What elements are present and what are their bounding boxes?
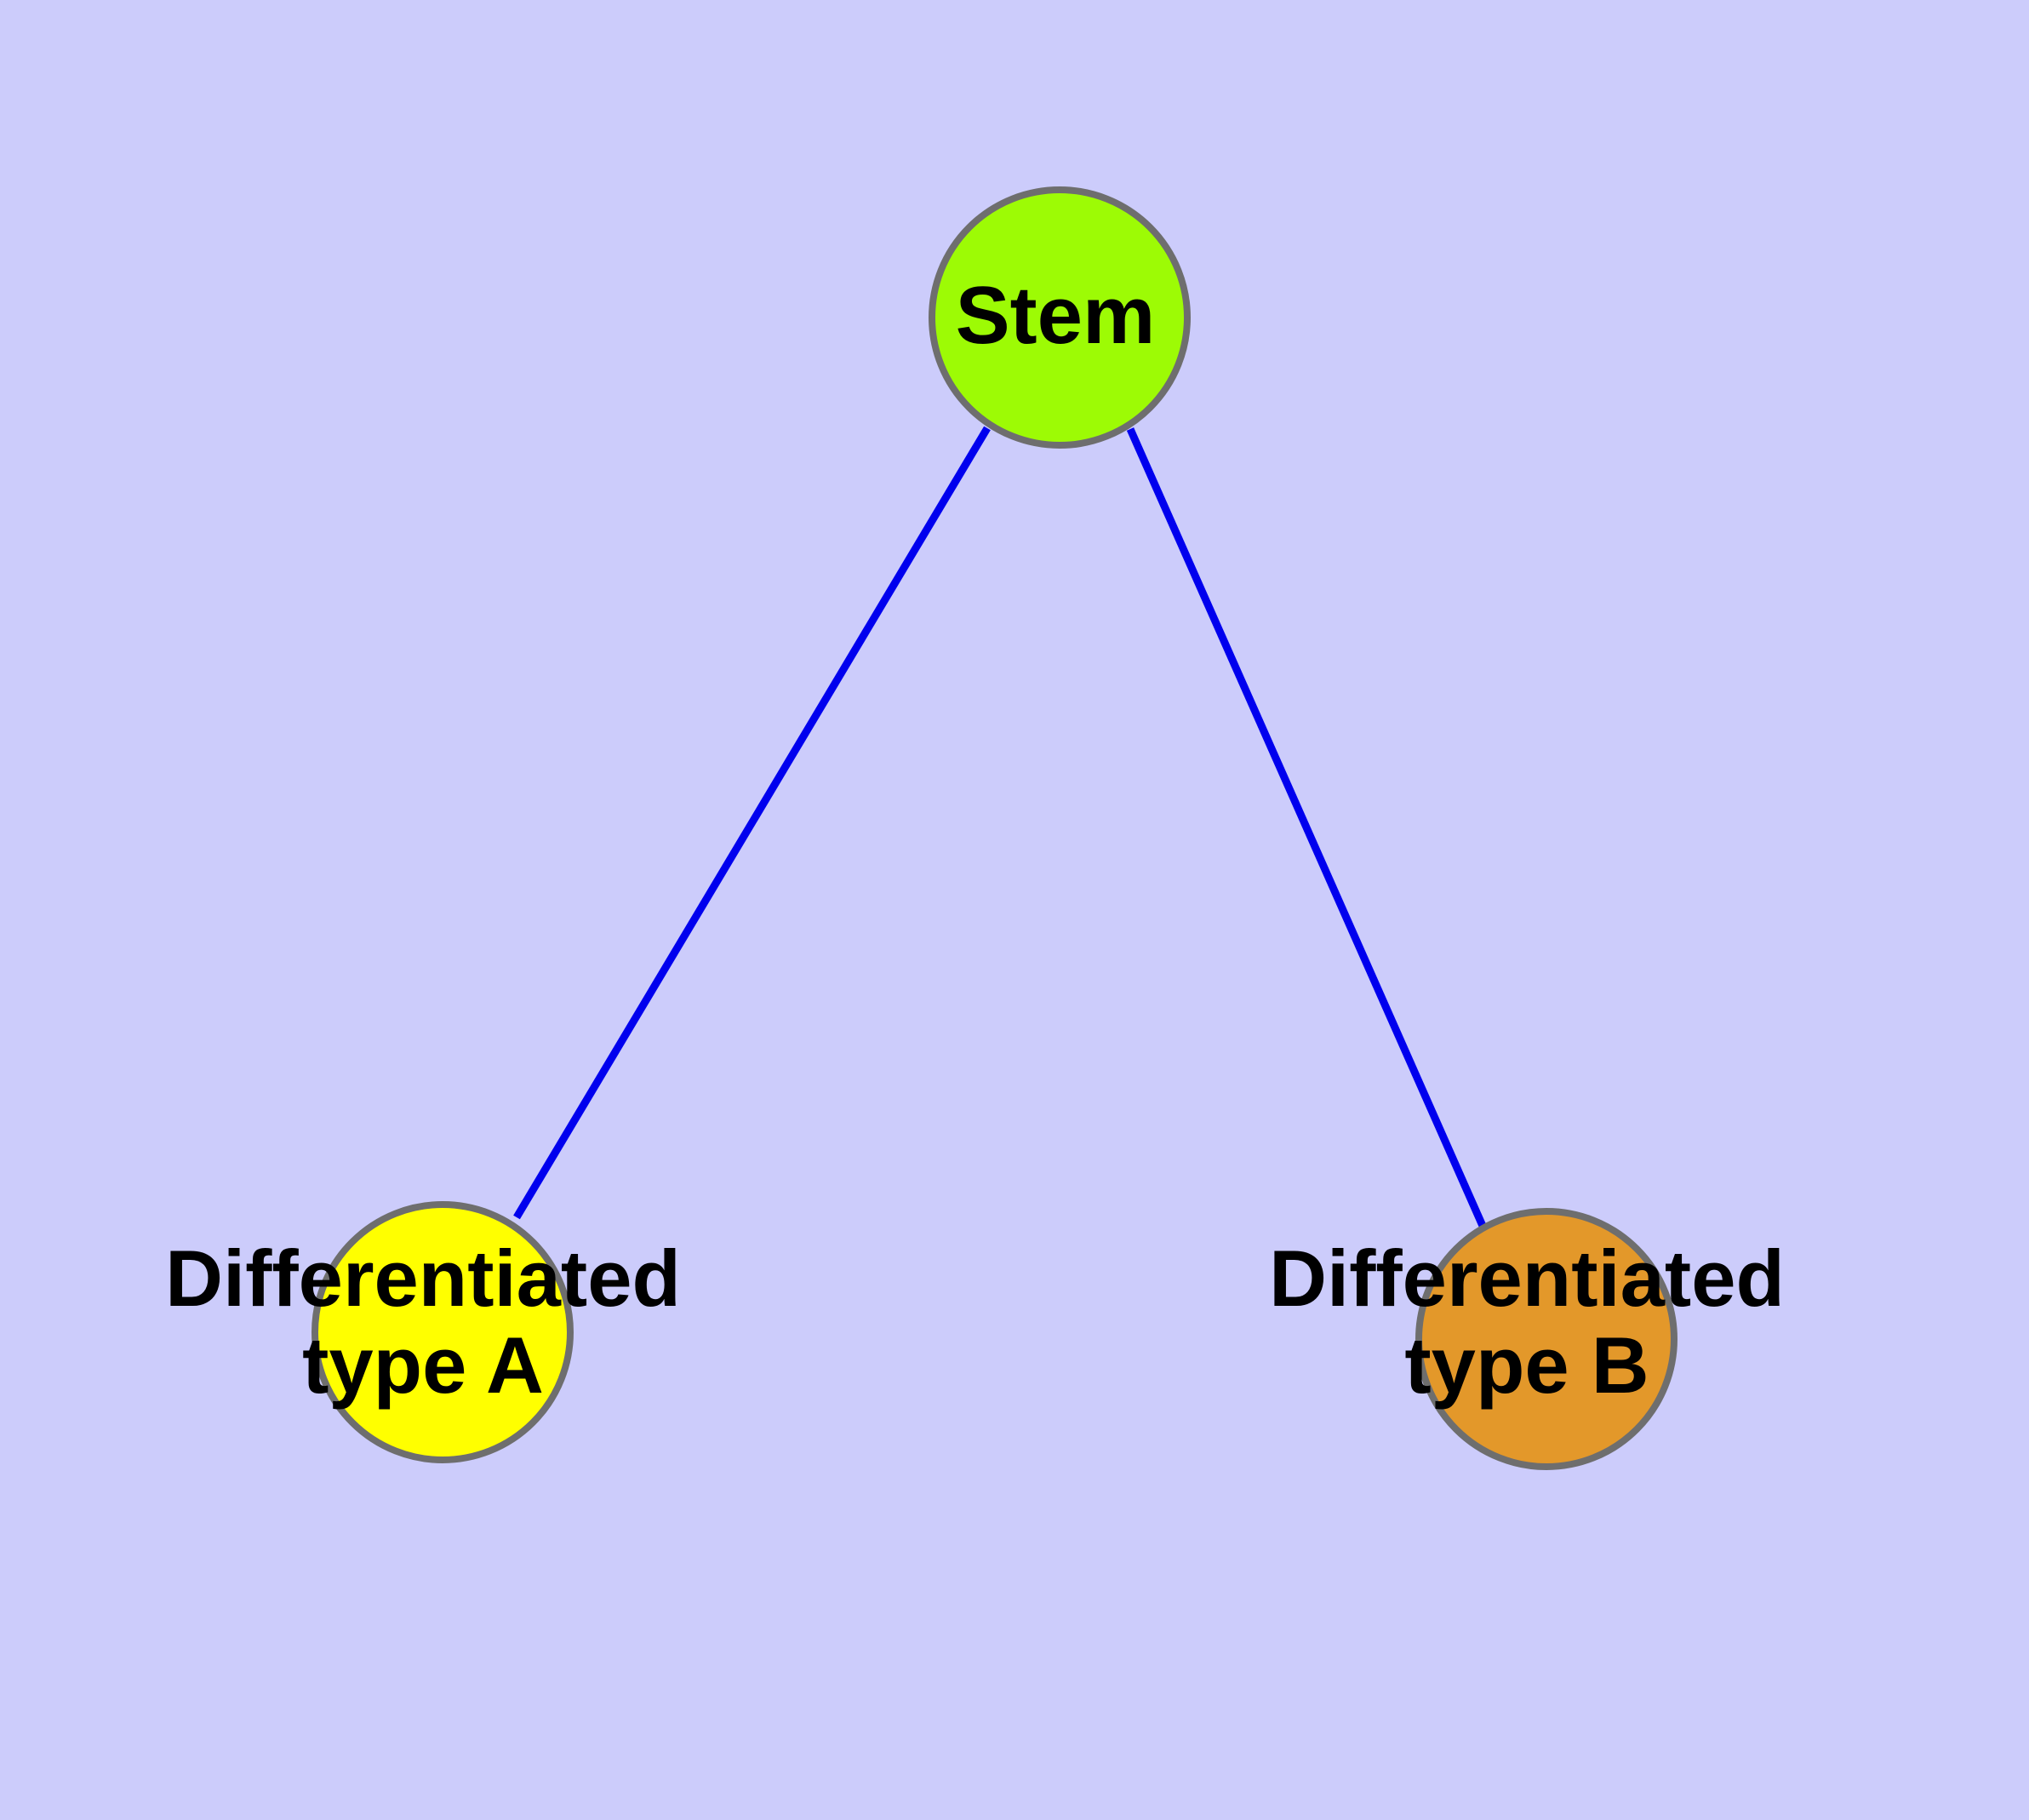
graph-node-label-line: type A — [302, 1320, 544, 1410]
graph-edge-stem-to-diff-a[interactable] — [513, 426, 991, 1220]
graph-node-diff-a[interactable] — [311, 1201, 574, 1463]
graph-node-label-line: Stem — [956, 270, 1156, 361]
graph-node-label-line: Differentiated — [165, 1233, 681, 1323]
graph-node-diff-b[interactable] — [1415, 1208, 1677, 1470]
graph-node-label-stem: Stem — [956, 270, 1156, 361]
graph-node-label-line: Differentiated — [1269, 1233, 1785, 1323]
graph-node-label-line: type B — [1404, 1320, 1649, 1410]
graph-edge-stem-to-diff-b[interactable] — [1126, 427, 1487, 1228]
edge-layer — [513, 426, 1487, 1228]
graph-node-stem[interactable] — [929, 186, 1191, 449]
node-layer — [311, 186, 1677, 1470]
